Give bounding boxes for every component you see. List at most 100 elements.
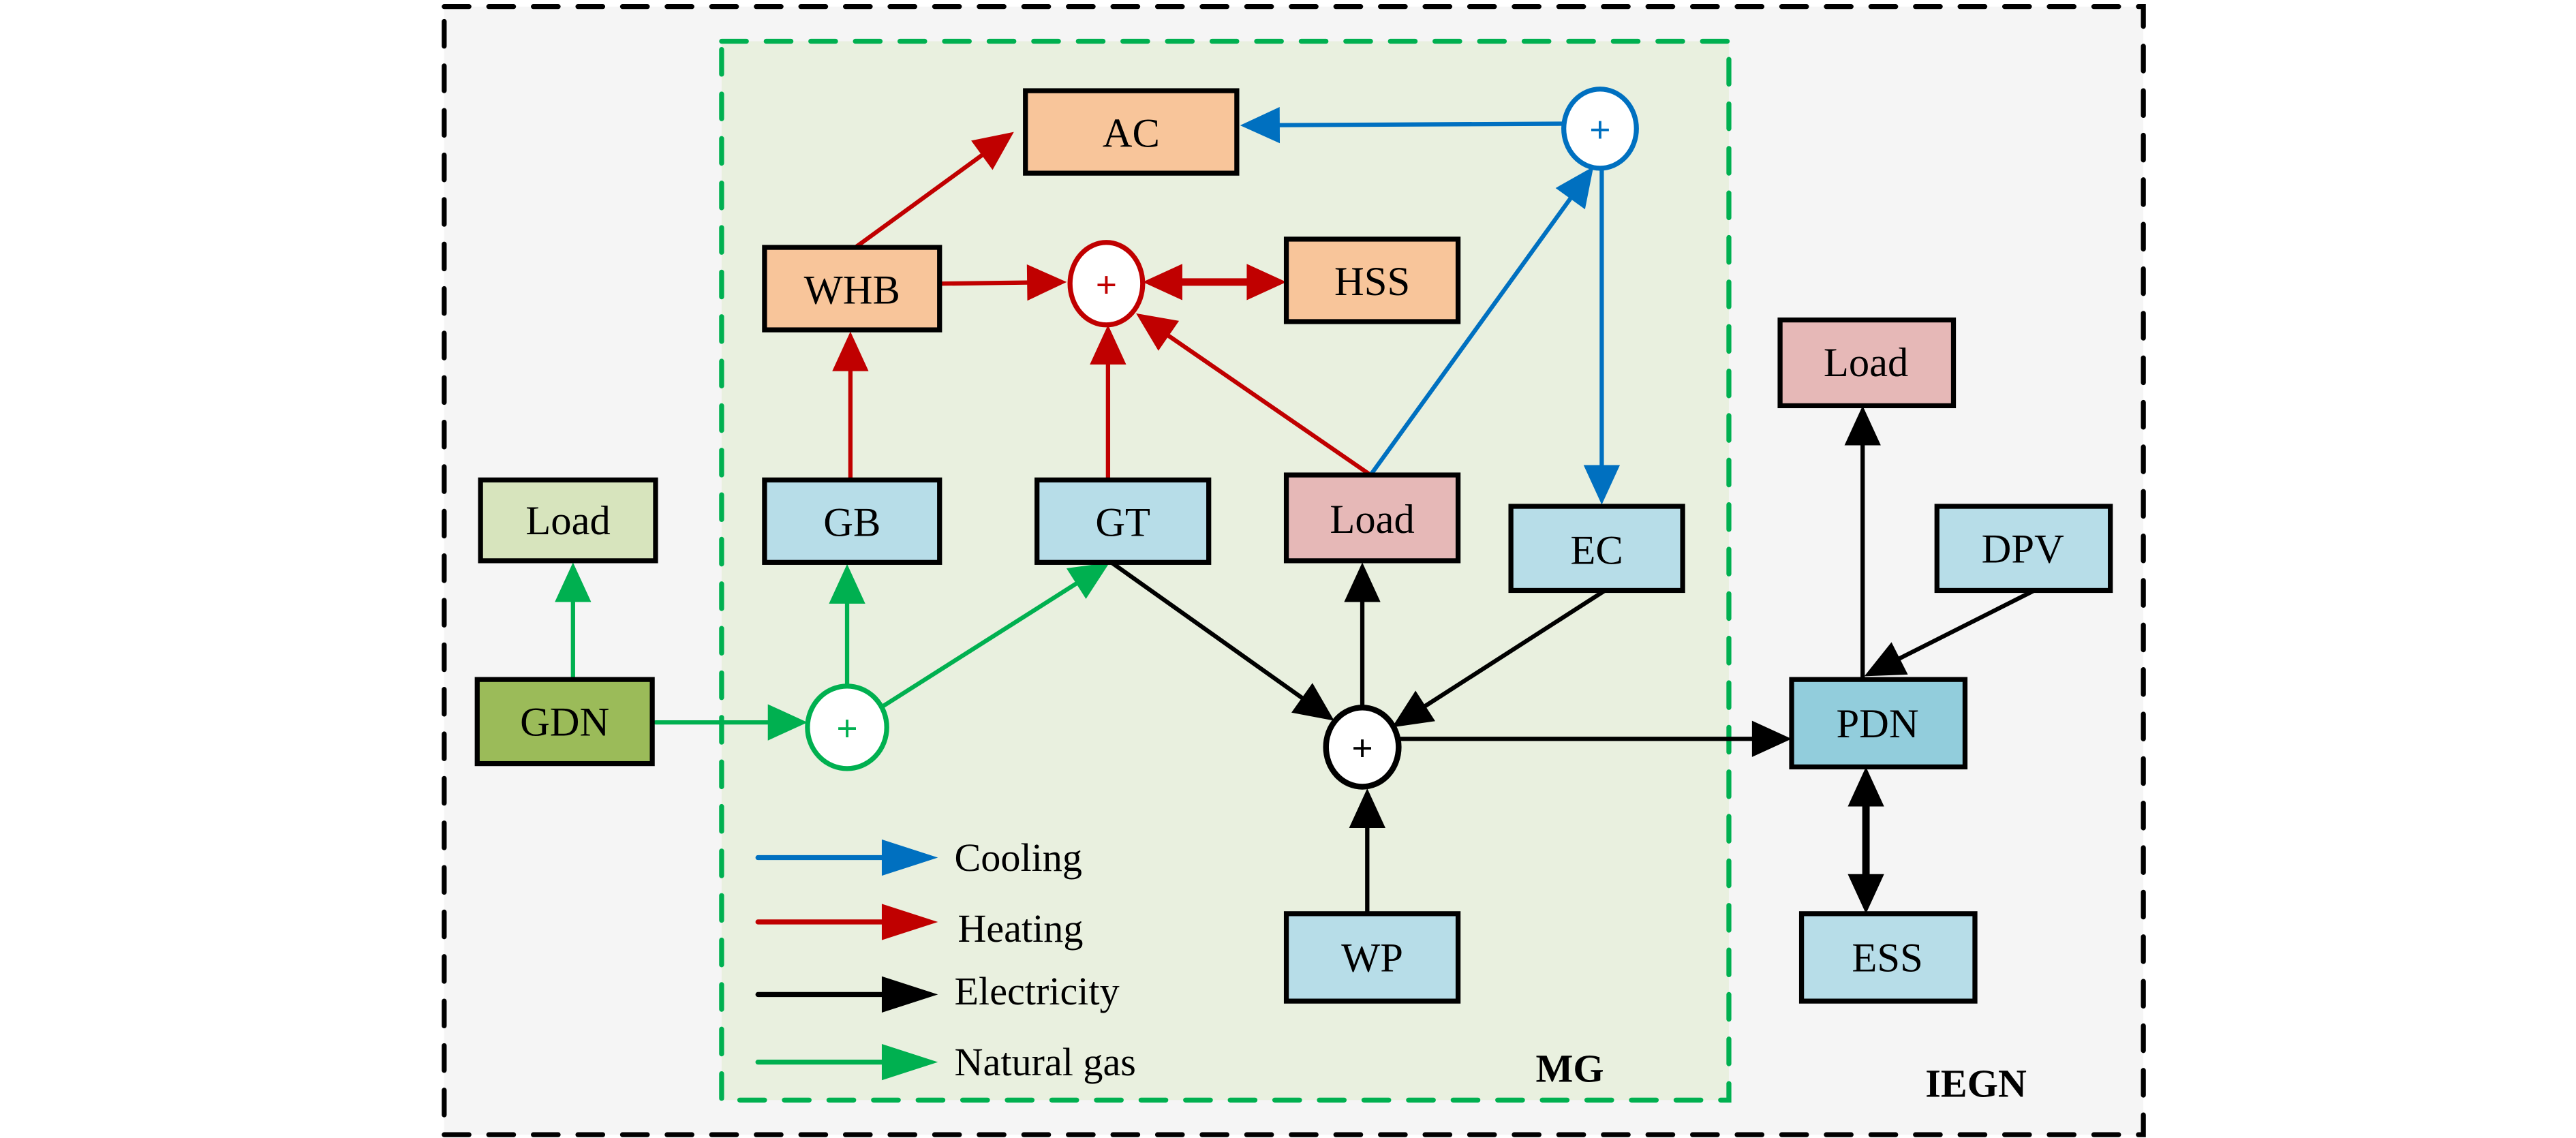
cooling-arrow-icon — [755, 839, 938, 876]
arrowhead-icon — [1344, 562, 1381, 602]
edge-mg-load-to-heat-sum — [1136, 313, 1373, 478]
node-pdn-load[interactable]: Load — [1777, 317, 1957, 409]
node-dpv[interactable]: DPV — [1934, 504, 2113, 594]
wp-box — [1283, 911, 1461, 1004]
arrowhead-icon — [1844, 405, 1881, 446]
edge-mg-load-to-cool-sum — [1368, 166, 1594, 478]
legend-item-heating: Heating — [755, 904, 1083, 951]
legend-label-natural-gas: Natural gas — [955, 1040, 1136, 1084]
node-ess[interactable]: ESS — [1798, 911, 1978, 1004]
dpv-label: DPV — [1982, 526, 2064, 572]
arrowhead-icon — [1847, 874, 1884, 914]
edge-gt-to-heat-sum — [1090, 324, 1126, 482]
legend-label-electricity: Electricity — [955, 969, 1120, 1013]
node-gdn[interactable]: GDN — [474, 677, 655, 767]
mg-load-label: Load — [1330, 497, 1414, 542]
hss-box — [1283, 236, 1461, 324]
hss-label: HSS — [1334, 259, 1410, 305]
plus-icon: + — [1351, 728, 1373, 769]
edge-whb-to-ac — [853, 132, 1014, 250]
node-wp[interactable]: WP — [1283, 911, 1461, 1004]
arrowhead-icon — [1847, 767, 1884, 807]
arrowhead-icon — [881, 1044, 938, 1081]
node-whb[interactable]: WHB — [762, 245, 942, 333]
gas-load-box — [478, 477, 658, 564]
node-gb[interactable]: GB — [762, 477, 942, 565]
pdn-load-label: Load — [1824, 340, 1908, 386]
arrowhead-icon — [1583, 465, 1621, 505]
heating-sum-junction: + — [1067, 240, 1146, 328]
ac-box — [1023, 88, 1240, 176]
legend-item-electricity: Electricity — [755, 969, 1120, 1013]
legend-label-heating: Heating — [957, 906, 1083, 951]
edge-line — [881, 581, 1079, 709]
edge-line — [1897, 588, 2037, 661]
edge-gdn-to-gas-sum — [653, 704, 808, 741]
node-mg-load[interactable]: Load — [1283, 472, 1461, 564]
edge-whb-to-heat-sum — [937, 264, 1067, 301]
cooling-sum-circle — [1561, 87, 1639, 171]
edge-line — [1109, 560, 1304, 701]
edge-ec-to-elec-sum — [1392, 588, 1608, 728]
arrowhead-icon — [767, 704, 808, 741]
heating-sum-circle — [1067, 240, 1146, 328]
edge-heat-sum-to-hss — [1142, 264, 1287, 301]
edge-line — [853, 153, 984, 250]
plus-icon: + — [836, 709, 857, 749]
edge-pdn-to-ess — [1847, 767, 1884, 914]
edge-dpv-to-pdn — [1864, 588, 2037, 677]
arrowhead-icon — [1864, 642, 1908, 677]
arrowhead-icon — [1291, 683, 1334, 721]
edge-line — [937, 280, 1030, 286]
node-ac[interactable]: AC — [1023, 88, 1240, 176]
node-gas-load[interactable]: Load — [478, 477, 658, 564]
arrowhead-icon — [881, 904, 938, 940]
mg-load-box — [1283, 472, 1461, 564]
mg-region-label: MG — [1535, 1047, 1604, 1091]
gt-box — [1034, 477, 1212, 565]
arrowhead-icon — [1066, 562, 1110, 599]
dpv-box — [1934, 504, 2113, 594]
ess-box — [1798, 911, 1978, 1004]
node-gt[interactable]: GT — [1034, 477, 1212, 565]
edge-line — [1368, 196, 1573, 478]
ec-label: EC — [1570, 528, 1623, 574]
gdn-label: GDN — [520, 699, 609, 745]
node-ec[interactable]: EC — [1508, 504, 1685, 594]
edge-gdn-to-gas-load — [555, 562, 592, 682]
arrowhead-icon — [1349, 788, 1385, 828]
edge-gb-to-whb — [832, 331, 869, 482]
edge-gas-sum-to-gb — [829, 564, 865, 688]
arrowhead-icon — [829, 564, 865, 604]
gas-sum-circle — [805, 683, 889, 771]
electricity-sum-circle — [1323, 705, 1402, 790]
arrowhead-icon — [1240, 107, 1281, 144]
edge-elec-sum-to-pdn — [1396, 720, 1792, 757]
edge-line — [1423, 588, 1608, 709]
gb-label: GB — [823, 500, 880, 546]
arrowhead-icon — [1392, 690, 1435, 728]
edge-line — [1277, 121, 1566, 127]
ec-box — [1508, 504, 1685, 594]
node-hss[interactable]: HSS — [1283, 236, 1461, 324]
plus-icon: + — [1589, 110, 1610, 150]
arrowhead-icon — [1142, 264, 1182, 301]
cooling-sum-junction: + — [1561, 87, 1639, 171]
legend-item-cooling: Cooling — [755, 835, 1082, 880]
arrowhead-icon — [1751, 720, 1792, 757]
arrowhead-icon — [1555, 166, 1594, 210]
whb-label: WHB — [804, 267, 900, 313]
legend-label-cooling: Cooling — [955, 835, 1082, 880]
plus-icon: + — [1096, 265, 1117, 305]
node-pdn[interactable]: PDN — [1789, 677, 1968, 770]
arrowhead-icon — [1136, 313, 1180, 351]
gdn-box — [474, 677, 655, 767]
whb-box — [762, 245, 942, 333]
edge-elec-sum-to-mg-load — [1344, 562, 1381, 710]
arrowhead-icon — [881, 839, 938, 876]
arrowhead-icon — [1026, 264, 1067, 301]
legend-item-natural-gas: Natural gas — [755, 1040, 1136, 1084]
pdn-box — [1789, 677, 1968, 770]
gas-sum-junction: + — [805, 683, 889, 771]
iegn-region-label: IEGN — [1925, 1062, 2027, 1106]
